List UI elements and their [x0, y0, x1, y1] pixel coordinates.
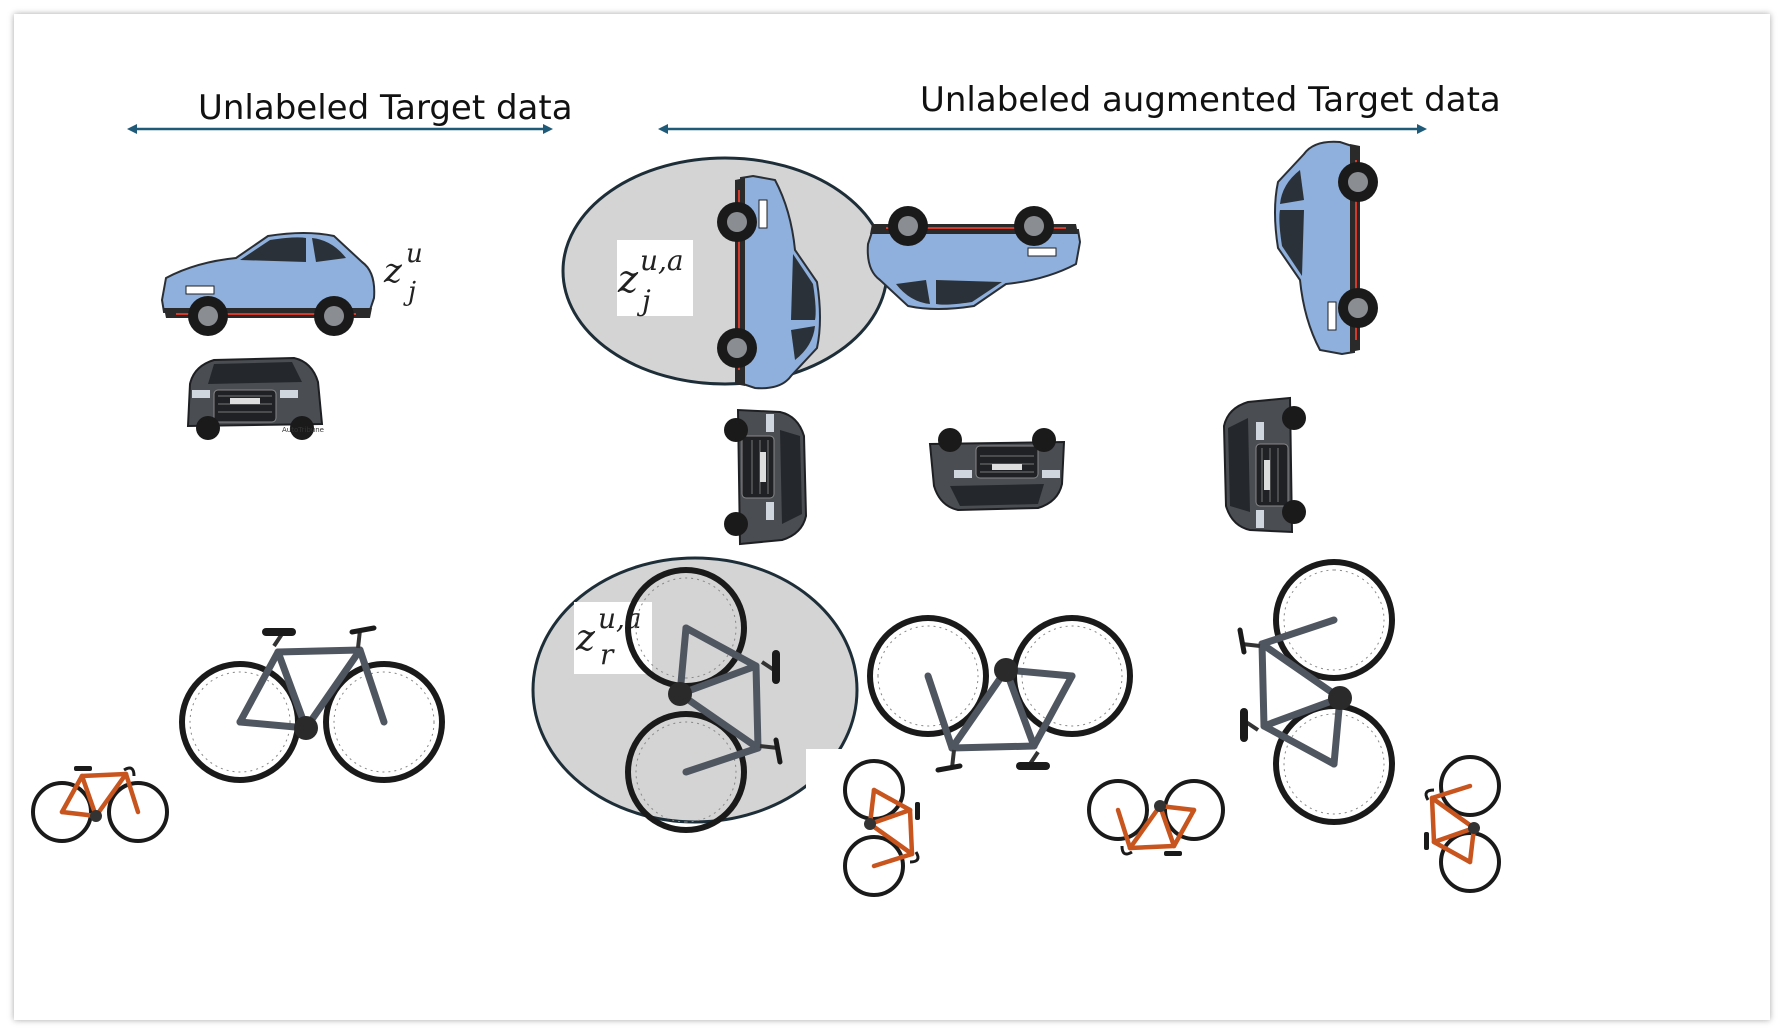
suv-rotated-270-image	[1223, 397, 1307, 533]
header-unlabeled-target: Unlabeled Target data	[198, 88, 573, 128]
hatchback-rotated-270-image	[1274, 140, 1379, 355]
label-z-j-ua: z u,a j	[617, 240, 693, 317]
svg-text:r: r	[600, 638, 615, 671]
suv-rotated-180-image	[929, 427, 1065, 511]
red-bike-rotated-270-image	[1424, 757, 1499, 891]
bike-image	[182, 628, 442, 780]
svg-text:z: z	[383, 251, 403, 291]
svg-text:u: u	[406, 239, 423, 269]
red-bike-rotated-180-image	[1089, 781, 1223, 856]
red-bike-image	[33, 766, 167, 841]
header-unlabeled-augmented-target: Unlabeled augmented Target data	[920, 80, 1501, 120]
hatchback-car-image	[161, 232, 376, 337]
bike-rotated-270-image	[1240, 562, 1392, 822]
hatchback-rotated-180-image	[866, 205, 1081, 310]
suv-rotated-90-image	[723, 409, 807, 545]
diagram-canvas: AutoTribune z u j z u,a j z u,a r	[14, 124, 1770, 1020]
svg-text:z: z	[617, 257, 639, 301]
label-z-j-u: z u j	[383, 239, 423, 307]
svg-text:j: j	[403, 277, 416, 307]
slide: Unlabeled Target data Unlabeled augmente…	[14, 14, 1770, 1020]
svg-text:u,a: u,a	[640, 244, 684, 277]
bike-rotated-180-image	[870, 618, 1130, 770]
svg-text:z: z	[575, 618, 596, 659]
red-bike-rotated-90-image	[845, 761, 920, 895]
ellipse-occluder	[806, 749, 850, 849]
watermark-text: AutoTribune	[282, 426, 324, 434]
